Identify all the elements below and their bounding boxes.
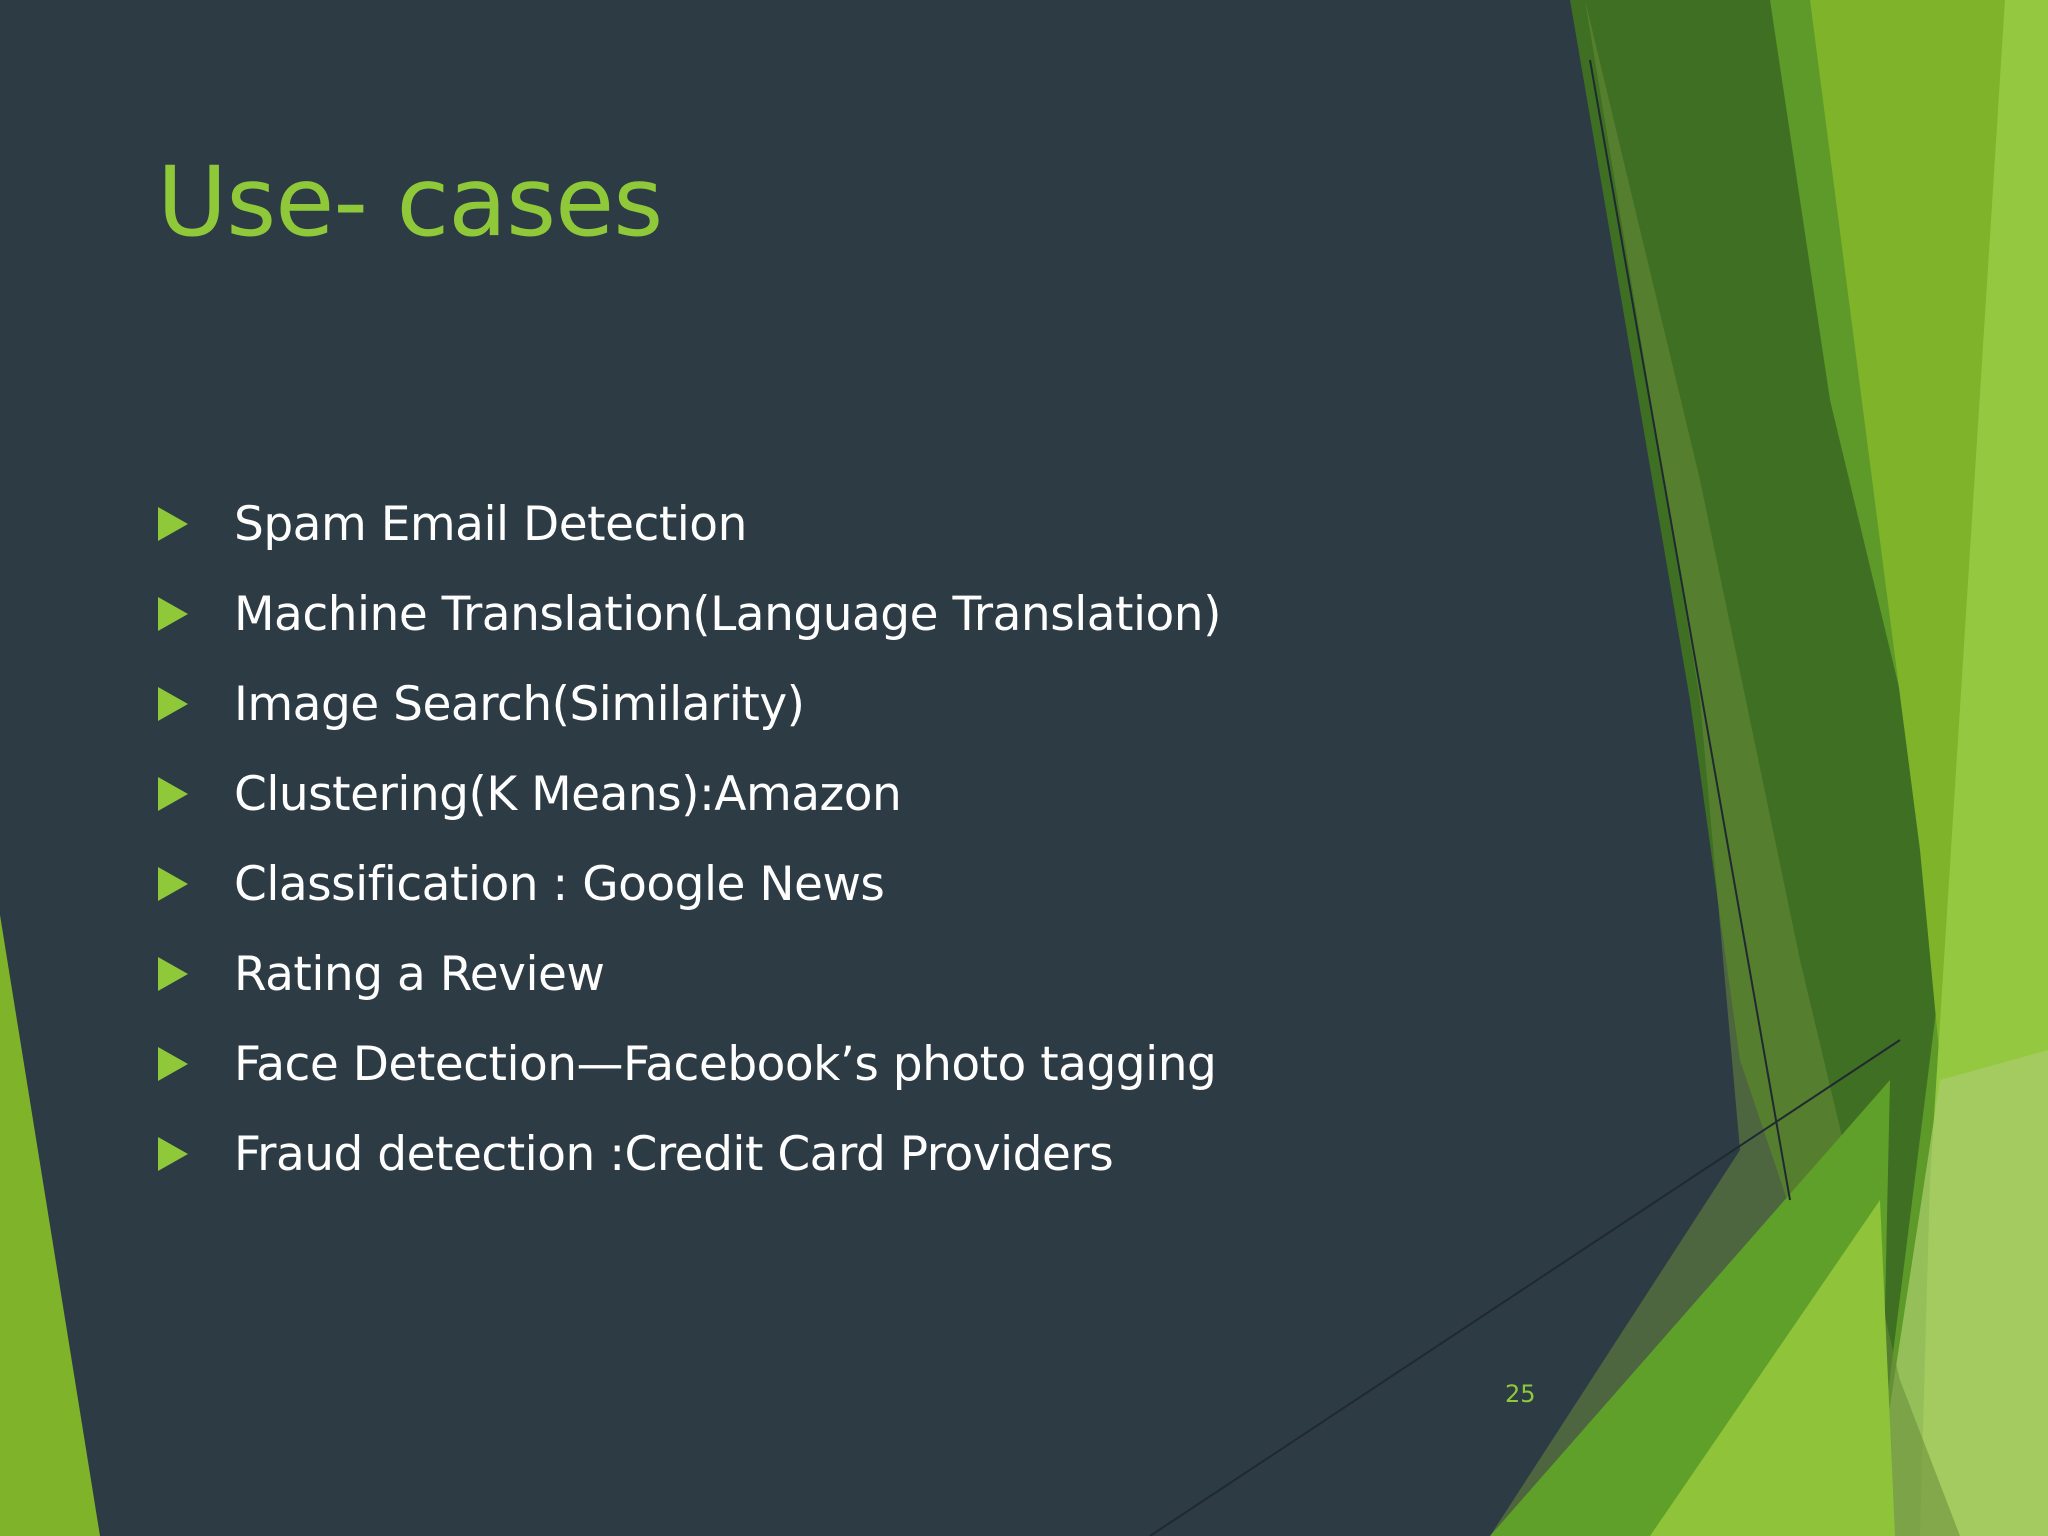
list-item: Machine Translation(Language Translation… bbox=[158, 580, 1221, 670]
bullet-text: Clustering(K Means):Amazon bbox=[234, 767, 902, 822]
triangle-right-icon bbox=[158, 597, 188, 631]
bullet-text: Fraud detection :Credit Card Providers bbox=[234, 1127, 1114, 1182]
triangle-right-icon bbox=[158, 1137, 188, 1171]
list-item: Image Search(Similarity) bbox=[158, 670, 1221, 760]
list-item: Face Detection—Facebook’s photo tagging bbox=[158, 1030, 1221, 1120]
triangle-right-icon bbox=[158, 957, 188, 991]
bottom-light-green-triangle bbox=[1650, 1200, 1895, 1536]
slide-title: Use- cases bbox=[157, 146, 663, 258]
bullet-text: Spam Email Detection bbox=[234, 497, 747, 552]
thin-diagonal-line-1 bbox=[1589, 59, 1791, 1201]
triangle-right-icon bbox=[158, 507, 188, 541]
list-item: Rating a Review bbox=[158, 940, 1221, 1030]
triangle-right-icon bbox=[158, 777, 188, 811]
triangle-right-icon bbox=[158, 1047, 188, 1081]
triangle-right-icon bbox=[158, 867, 188, 901]
right-pale-green-sliver bbox=[1870, 1050, 2048, 1536]
list-item: Fraud detection :Credit Card Providers bbox=[158, 1120, 1221, 1210]
slide-number: 25 bbox=[1505, 1380, 1536, 1408]
list-item: Spam Email Detection bbox=[158, 490, 1221, 580]
bullet-text: Face Detection—Facebook’s photo tagging bbox=[234, 1037, 1217, 1092]
left-green-wedge bbox=[0, 915, 100, 1536]
bullet-text: Rating a Review bbox=[234, 947, 605, 1002]
bullet-text: Machine Translation(Language Translation… bbox=[234, 587, 1221, 642]
thin-diagonal-line-2 bbox=[1149, 1039, 1901, 1536]
list-item: Clustering(K Means):Amazon bbox=[158, 760, 1221, 850]
bullet-text: Classification : Google News bbox=[234, 857, 885, 912]
triangle-right-icon bbox=[158, 687, 188, 721]
list-item: Classification : Google News bbox=[158, 850, 1221, 940]
bullet-list: Spam Email Detection Machine Translation… bbox=[158, 490, 1221, 1210]
bullet-text: Image Search(Similarity) bbox=[234, 677, 805, 732]
